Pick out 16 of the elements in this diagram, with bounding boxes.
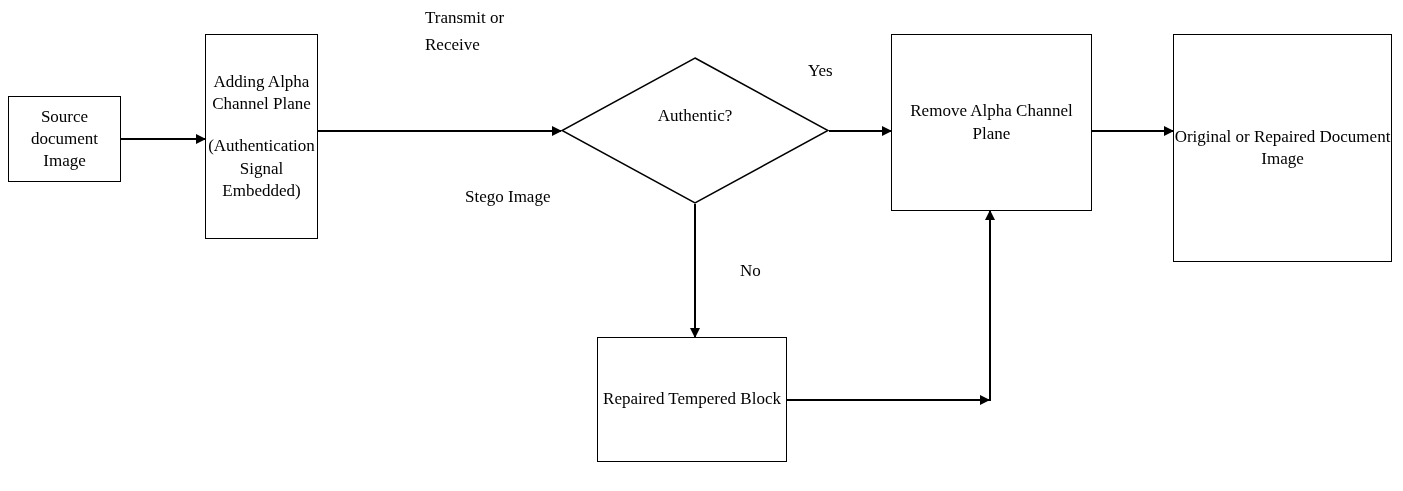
- process-box: [8, 96, 121, 182]
- process-box: [1173, 34, 1392, 262]
- process-box: [597, 337, 787, 462]
- note-label: Transmit or Receive: [425, 7, 506, 57]
- edge-label: No: [740, 260, 761, 282]
- node-label: Source document Image: [29, 105, 99, 173]
- node-label: Authentic?: [657, 105, 733, 128]
- node-label: Adding Alpha Channel Plane: [211, 71, 312, 116]
- process-box: [891, 34, 1092, 211]
- node-label: Repaired Tempered Block: [603, 388, 781, 411]
- node-label: Remove Alpha Channel Plane: [909, 100, 1074, 145]
- process-box: [205, 34, 318, 239]
- edge-label: Yes: [808, 60, 833, 82]
- node-note: (Authentication Signal Embedded): [207, 135, 316, 202]
- node-label: Original or Repaired Document Image: [1174, 125, 1391, 170]
- edge-label: Stego Image: [465, 186, 551, 208]
